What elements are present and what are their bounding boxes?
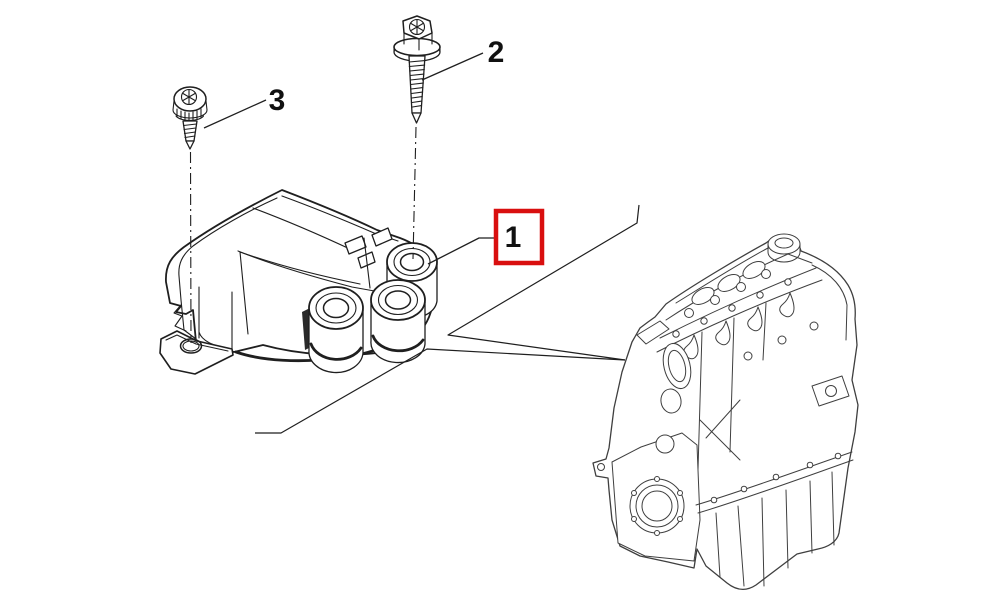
flange-bolt-drawing xyxy=(393,15,441,124)
engine-oil-pan xyxy=(695,451,854,587)
callout-1: 1 xyxy=(493,208,545,266)
engine-block-drawing xyxy=(592,233,859,590)
leader-line-1 xyxy=(427,237,494,265)
zone-line-upper xyxy=(447,204,640,361)
mount-bushing-front xyxy=(308,286,364,374)
part-label-3: 3 xyxy=(269,84,286,117)
torx-socket-icon xyxy=(408,18,426,36)
mount-base-bracket xyxy=(159,304,234,375)
part-label-1: 1 xyxy=(505,221,522,254)
centerline-screw-3 xyxy=(189,151,192,344)
callout-2: 2 xyxy=(488,36,505,69)
centerline-bolt-2 xyxy=(412,126,417,260)
zone-line-lower xyxy=(255,348,626,434)
part-1-highlight-box xyxy=(493,208,545,266)
leader-line-3 xyxy=(203,99,267,129)
part-label-2: 2 xyxy=(488,36,505,69)
engine-filler-neck xyxy=(767,233,801,263)
engine-mount-drawing xyxy=(159,189,438,375)
callout-3: 3 xyxy=(269,84,286,117)
mount-bushing-middle xyxy=(370,279,426,364)
torx-socket-icon xyxy=(180,88,198,106)
torx-screw-drawing xyxy=(172,86,208,150)
leader-line-2 xyxy=(421,52,484,81)
